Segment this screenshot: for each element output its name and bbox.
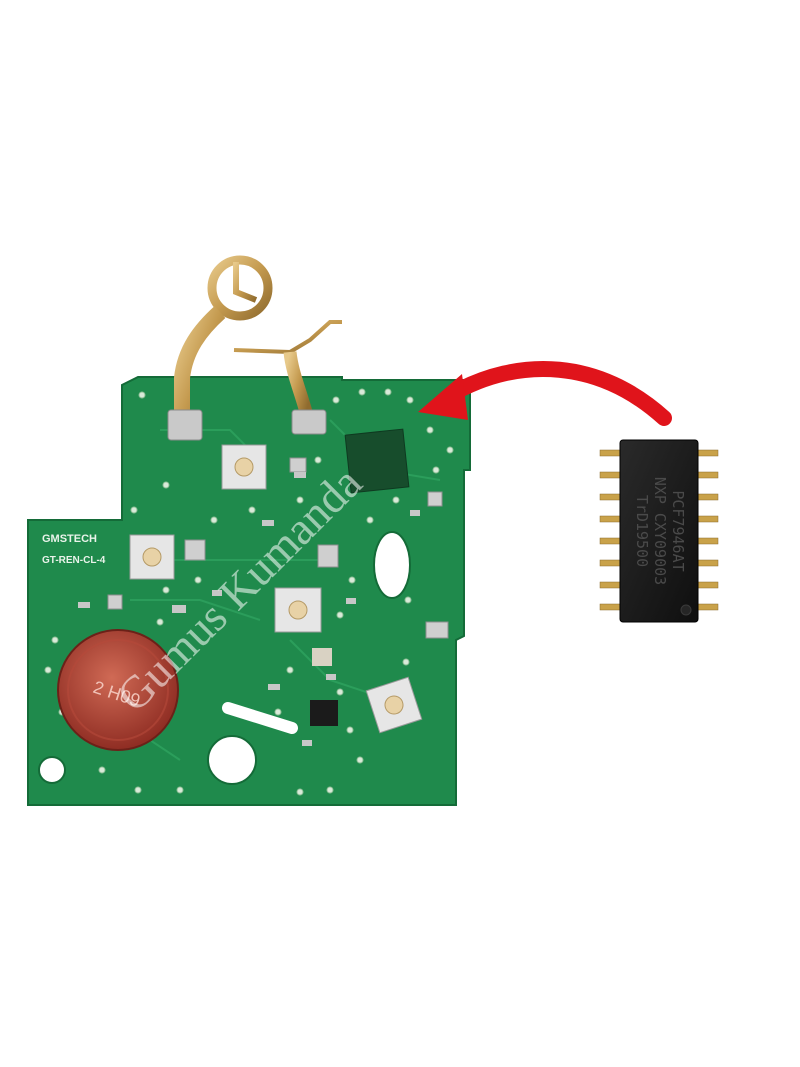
smd-components [78, 472, 420, 746]
board-slot [373, 531, 411, 599]
chip-body [619, 439, 699, 623]
tactile-button [274, 587, 322, 633]
chip-marking-line1: PCF7946AT [669, 490, 687, 571]
board-hole-small [38, 756, 66, 784]
solder-pads [107, 457, 449, 639]
onboard-ic [310, 428, 410, 726]
board-hole [207, 735, 257, 785]
chip-marking-line2: NXP CXY09003 [651, 477, 669, 585]
chip-pins-right [693, 449, 719, 611]
red-arrow [418, 361, 672, 426]
tactile-button [129, 534, 175, 580]
chip-marking-line3: TrD19500 [633, 495, 651, 567]
vias [44, 388, 454, 796]
pcb-brand-text: GMSTECH [42, 533, 97, 545]
contact-springs [167, 255, 342, 441]
tactile-button [365, 676, 423, 734]
battery-coin: 2 H09 [57, 629, 179, 751]
transponder-chip: PCF7946AT NXP CXY09003 TrD19500 [599, 439, 719, 623]
tactile-button [221, 444, 267, 490]
pcb-model-text: GT-REN-CL-4 [42, 555, 106, 566]
